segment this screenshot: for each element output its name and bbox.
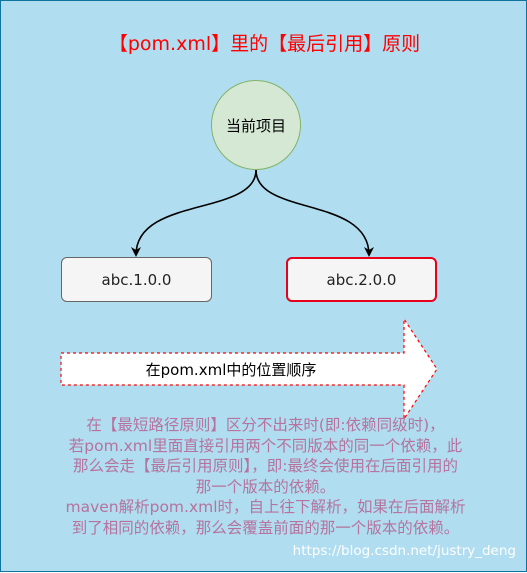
diagram-title: 【pom.xml】里的【最后引用】原则: [108, 33, 421, 55]
node-current-project-label: 当前项目: [225, 116, 286, 135]
order-arrow-shape: [60, 317, 438, 421]
explanation-line: 在【最短路径原则】区分不出来时(即:依赖同级时)，: [86, 416, 445, 434]
explanation-line: 到了相同的依赖，那么会覆盖前面的那一个版本的依赖。: [71, 518, 460, 537]
explanation-text: 在【最短路径原则】区分不出来时(即:依赖同级时)， 若pom.xml里面直接引用…: [23, 415, 508, 538]
explanation-line: 那么会走【最后引用原则】，即:最终会使用在后面引用的: [73, 457, 458, 475]
node-version-1: abc.1.0.0: [61, 257, 212, 302]
order-arrow-label: 在pom.xml中的位置顺序: [145, 360, 317, 379]
explanation-line: maven解析pom.xml时，自上往下解析，如果在后面解析: [65, 498, 466, 516]
edge-root-to-version-2: [255, 169, 374, 257]
node-version-2: abc.2.0.0: [286, 257, 437, 302]
node-version-1-label: abc.1.0.0: [101, 270, 172, 289]
explanation-line: 那一个版本的依赖。: [195, 477, 336, 496]
node-version-2-label: abc.2.0.0: [326, 270, 397, 289]
edge-root-to-version-1: [131, 169, 257, 257]
explanation-line: 若pom.xml里面直接引用两个不同版本的同一个依赖，此: [68, 436, 463, 455]
node-current-project: 当前项目: [211, 80, 301, 170]
watermark: https://blog.csdn.net/justry_deng: [292, 543, 516, 559]
